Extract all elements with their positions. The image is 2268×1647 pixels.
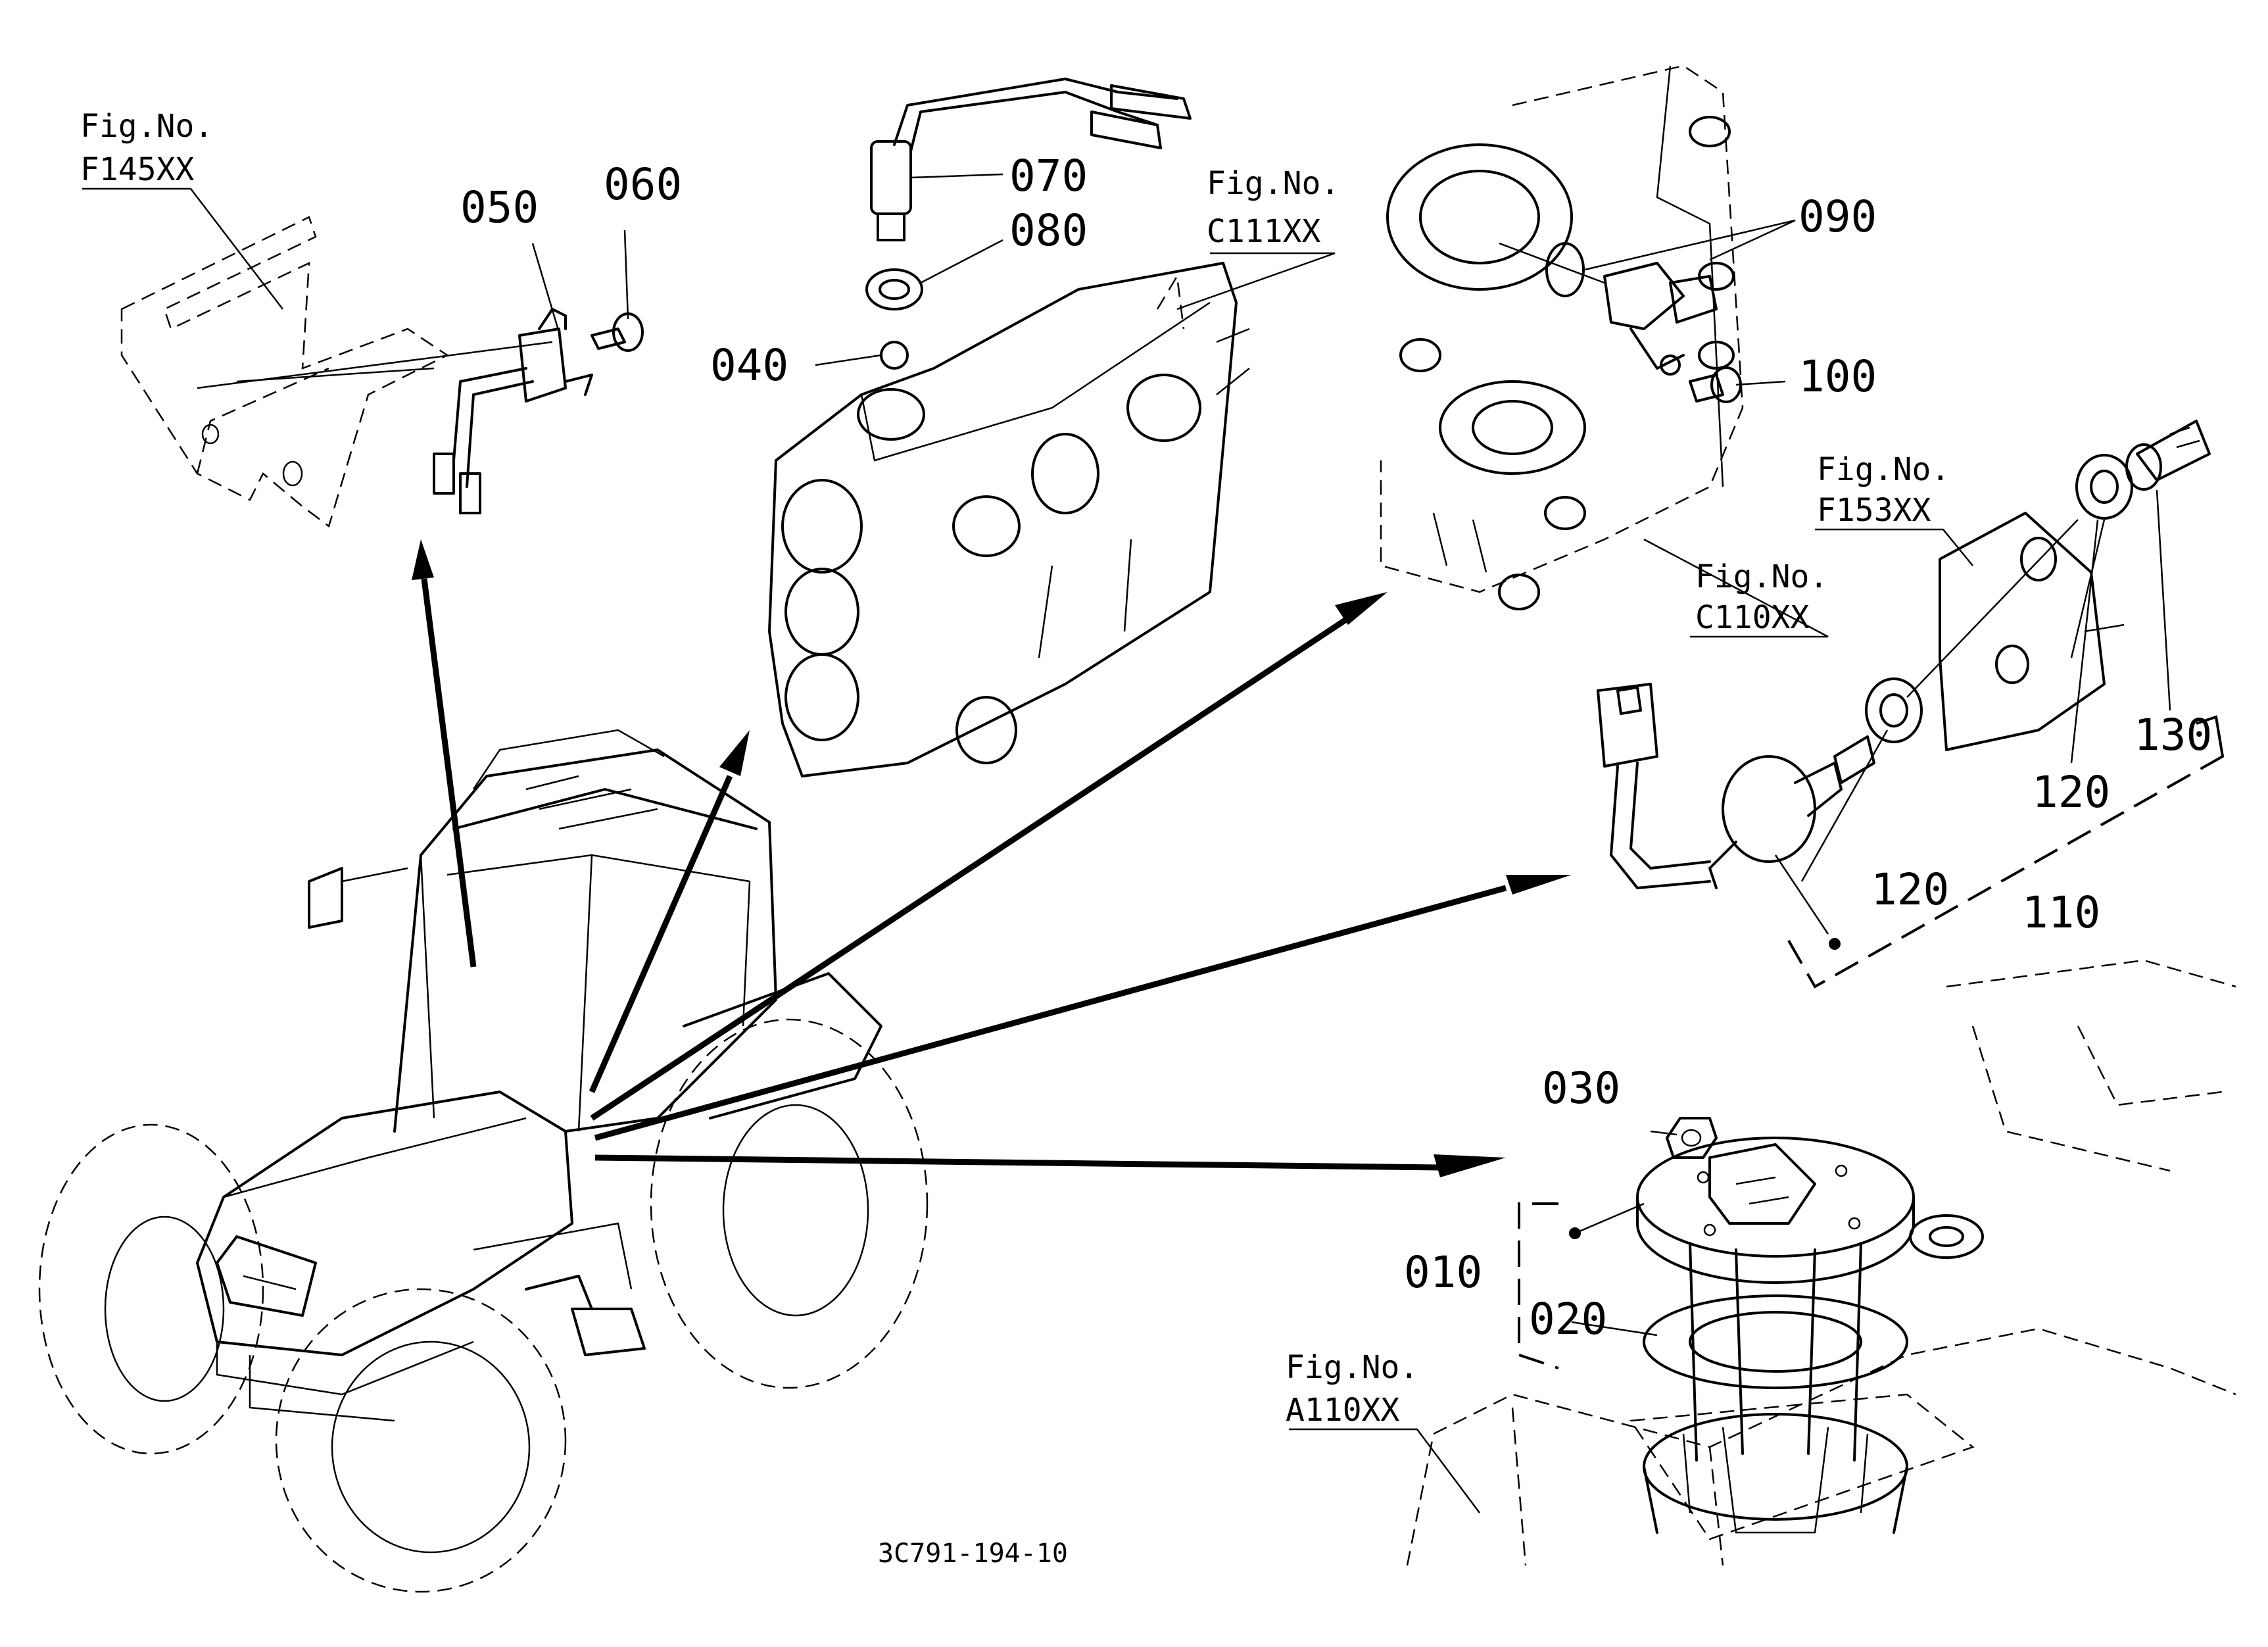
part-number-050: 050 bbox=[460, 182, 539, 233]
figure-references: Fig.No. F145XX Fig.No. C111XX Fig.No. C1… bbox=[80, 108, 1950, 1569]
valve-block-c111 bbox=[768, 78, 1250, 777]
part-number-120-upper: 120 bbox=[2032, 767, 2110, 818]
part-number-090: 090 bbox=[1798, 191, 1877, 242]
fig-ref-c111: C111XX bbox=[1207, 213, 1320, 250]
tractor-illustration bbox=[38, 729, 929, 1593]
bracket-assembly-f145 bbox=[120, 216, 644, 528]
sensor-assembly-110 bbox=[1597, 420, 2225, 989]
part-number-010: 010 bbox=[1404, 1247, 1482, 1298]
fig-no-label-a110: Fig.No. bbox=[1286, 1349, 1418, 1386]
transmission-case-c110 bbox=[1380, 64, 1744, 610]
part-number-020: 020 bbox=[1529, 1294, 1607, 1344]
fig-ref-f153: F153XX bbox=[1817, 492, 1931, 529]
fig-no-label-c110: Fig.No. bbox=[1695, 558, 1828, 595]
fig-ref-c110: C110XX bbox=[1695, 599, 1809, 636]
part-number-100: 100 bbox=[1798, 351, 1877, 402]
pointer-arrows bbox=[412, 539, 1572, 1177]
part-number-110: 110 bbox=[2022, 887, 2100, 938]
fig-no-label-c111: Fig.No. bbox=[1207, 165, 1339, 202]
part-number-030: 030 bbox=[1542, 1063, 1620, 1114]
part-number-080: 080 bbox=[1009, 205, 1088, 256]
fig-no-label-f145: Fig.No. bbox=[80, 108, 213, 145]
part-number-060: 060 bbox=[604, 159, 682, 210]
fuel-sender-a110 bbox=[1406, 959, 2236, 1566]
part-number-040: 040 bbox=[710, 340, 788, 391]
part-number-120-lower: 120 bbox=[1871, 864, 1949, 915]
fig-no-label-f153: Fig.No. bbox=[1817, 451, 1950, 488]
leader-lines bbox=[82, 173, 2171, 1513]
drawing-code: 3C791-194-10 bbox=[878, 1538, 1068, 1569]
fig-ref-a110: A110XX bbox=[1286, 1392, 1399, 1429]
part-labels: 050 060 070 080 040 090 100 130 120 120 … bbox=[460, 151, 2212, 1344]
part-number-070: 070 bbox=[1009, 151, 1088, 201]
fig-ref-f145: F145XX bbox=[80, 151, 194, 188]
part-number-130: 130 bbox=[2134, 710, 2212, 760]
